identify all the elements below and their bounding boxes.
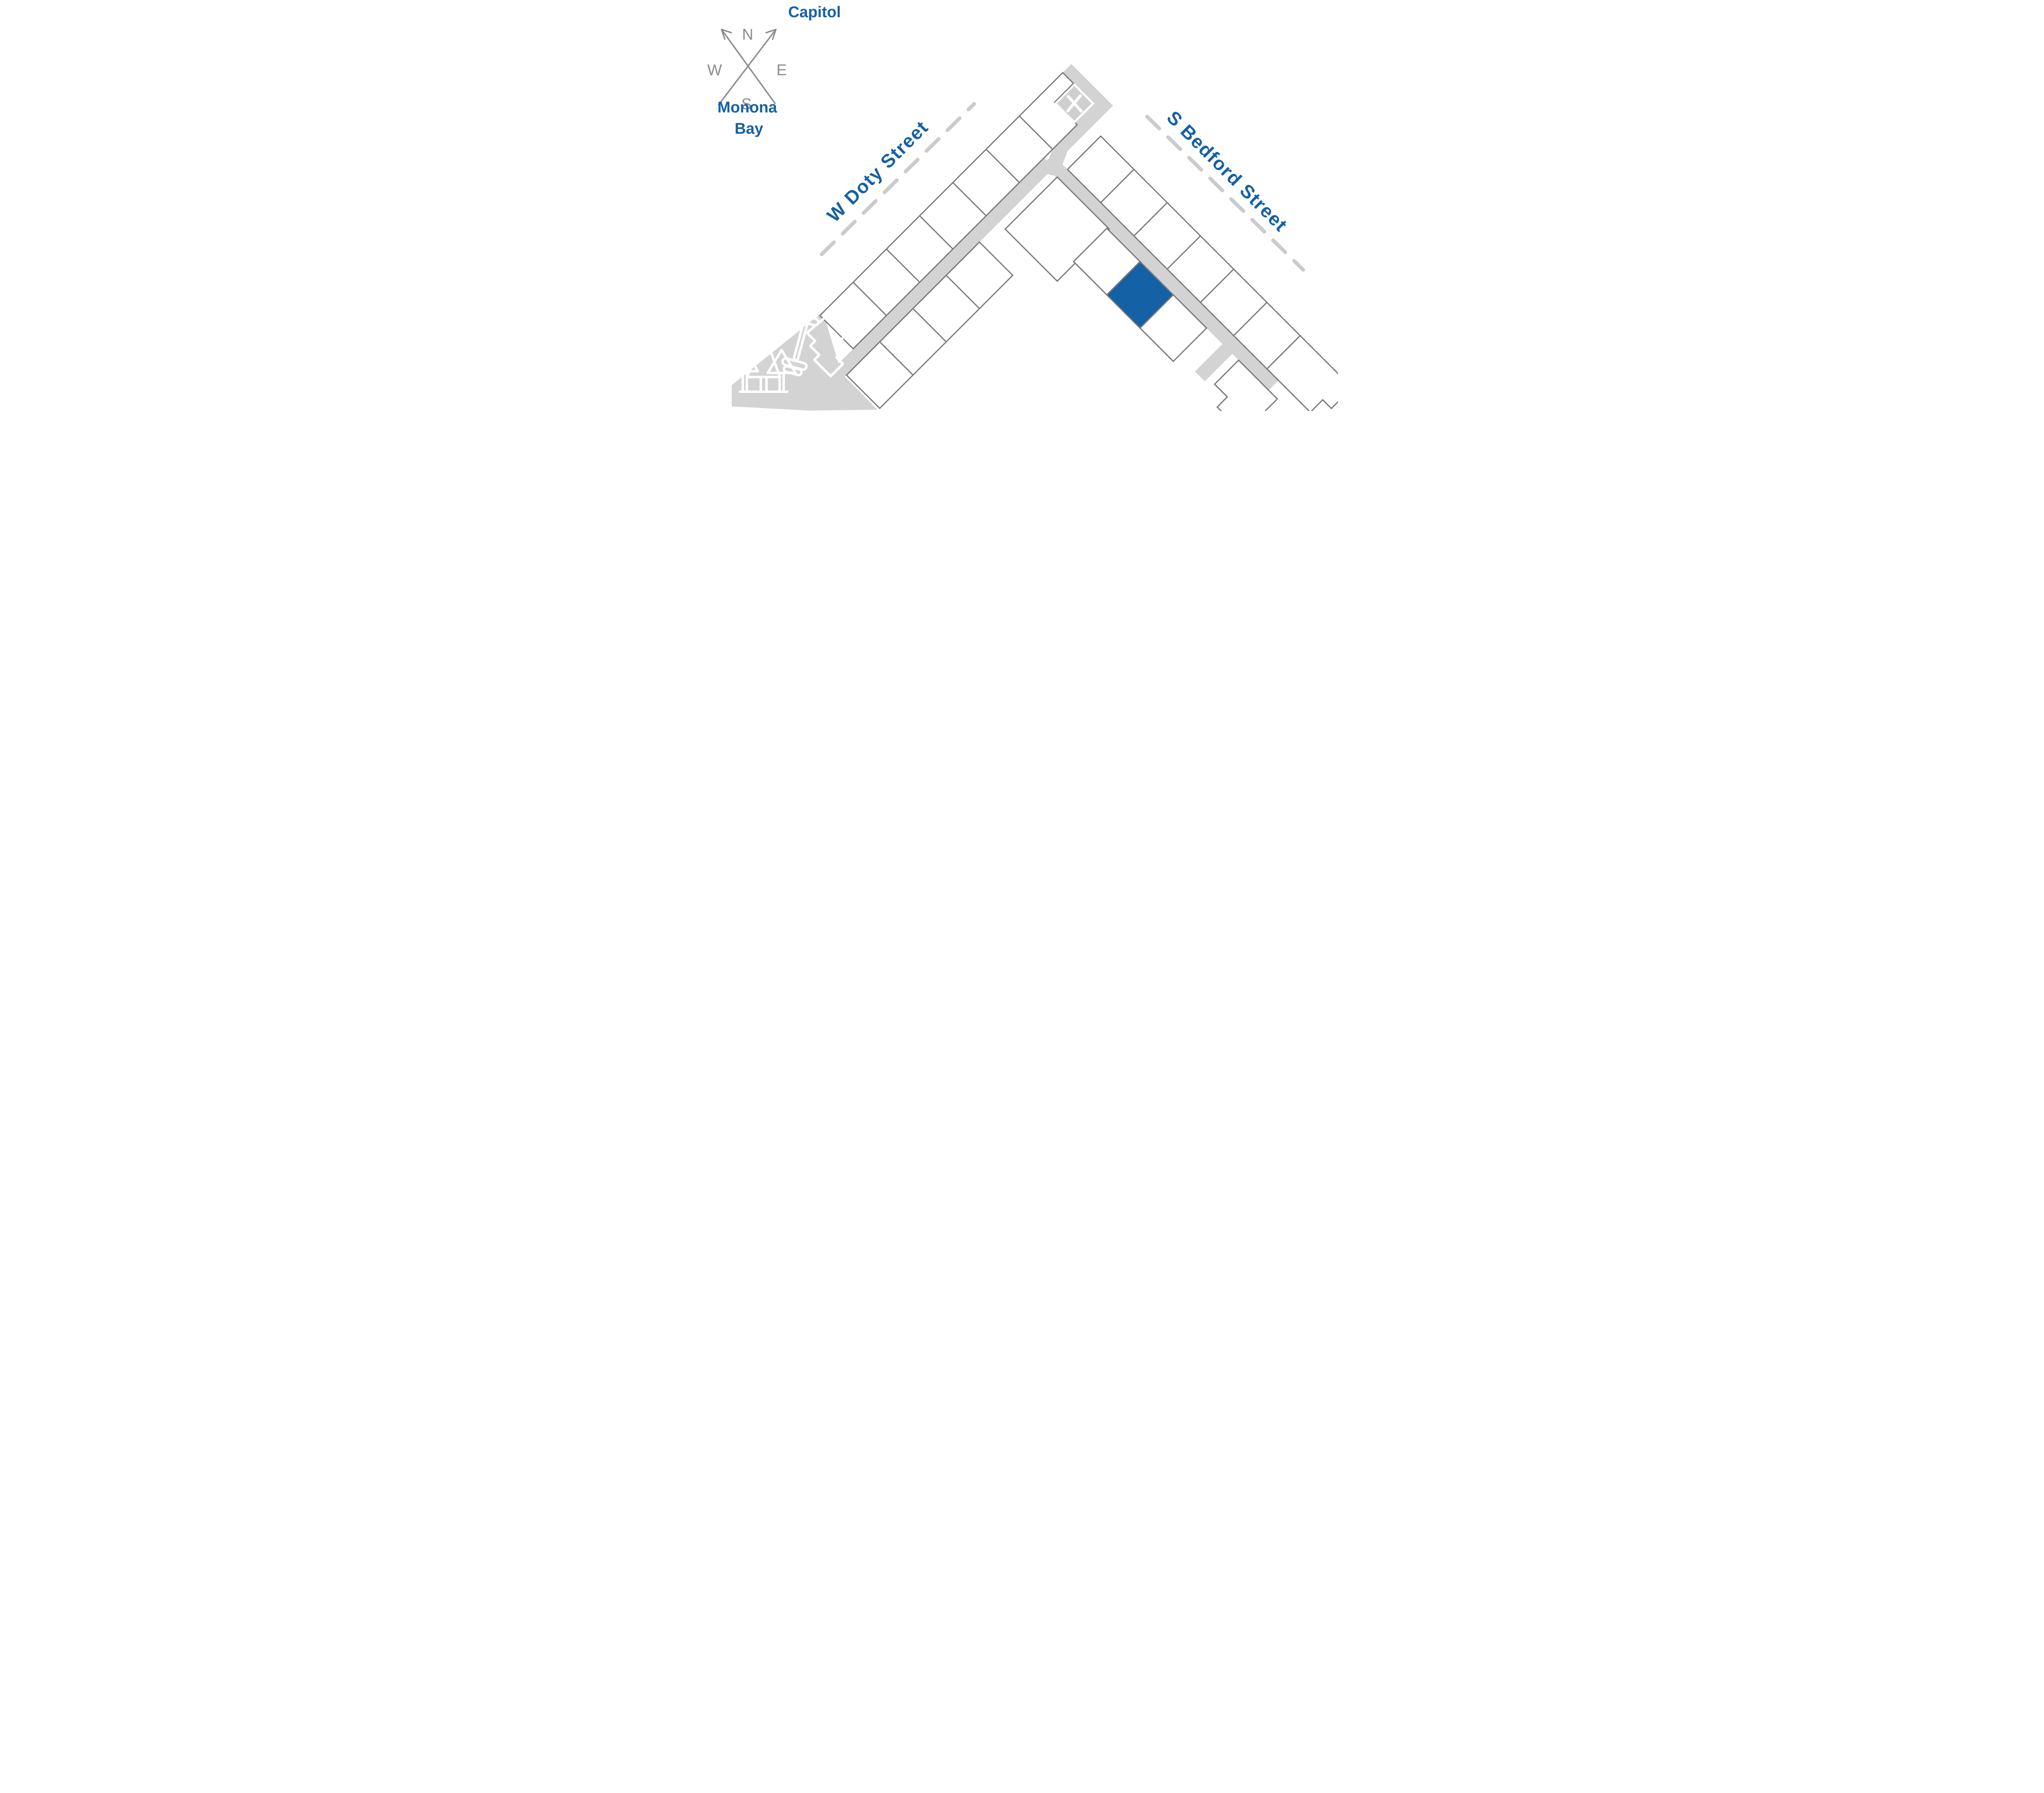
- compass-east-label: E: [776, 62, 787, 79]
- left-wing-doty-row: [819, 72, 1078, 350]
- inner-end-unit: [1213, 359, 1278, 411]
- bedford-street-dashes: [1145, 114, 1305, 272]
- left-corridor: [815, 158, 1054, 396]
- doty-street-label: W Doty Street: [823, 116, 932, 226]
- compass-south-label: S: [741, 96, 751, 113]
- building-outline-icon: [805, 313, 849, 377]
- compass-northeast-arrow: [717, 29, 777, 105]
- right-corridor-stub: [1195, 344, 1232, 381]
- right-wing-bedford-row-divisions: [1100, 169, 1267, 336]
- right-corridor: [1049, 160, 1278, 390]
- compass-northwest-arrow: [720, 29, 776, 104]
- capitol-label: Capitol: [788, 4, 841, 21]
- inner-unit-2: [1139, 294, 1207, 362]
- compass-north-label: N: [742, 26, 753, 43]
- site-map: W Doty Street S Bedford Street N W E S C…: [707, 4, 1338, 411]
- doty-street-dashes: [820, 102, 976, 256]
- compass-west-label: W: [707, 62, 722, 79]
- site-plan-page: W Doty Street S Bedford Street N W E S C…: [706, 0, 1338, 411]
- amenity-area: [731, 312, 877, 411]
- left-wing-inner-row-divisions: [879, 275, 980, 376]
- monona-bay-label-line2: Bay: [735, 120, 763, 137]
- pine-trees-icon: [730, 331, 797, 393]
- entrance-x-icon: [1053, 83, 1095, 124]
- bedford-end-unit: [1266, 334, 1338, 411]
- left-wing-doty-row-divisions: [852, 115, 1053, 316]
- dumbbell-icon: [781, 302, 820, 377]
- bedford-street-label: S Bedford Street: [1163, 107, 1292, 236]
- compass-rose-icon: N W E S: [707, 26, 787, 113]
- monona-bay-label-line1: Monona: [717, 99, 778, 116]
